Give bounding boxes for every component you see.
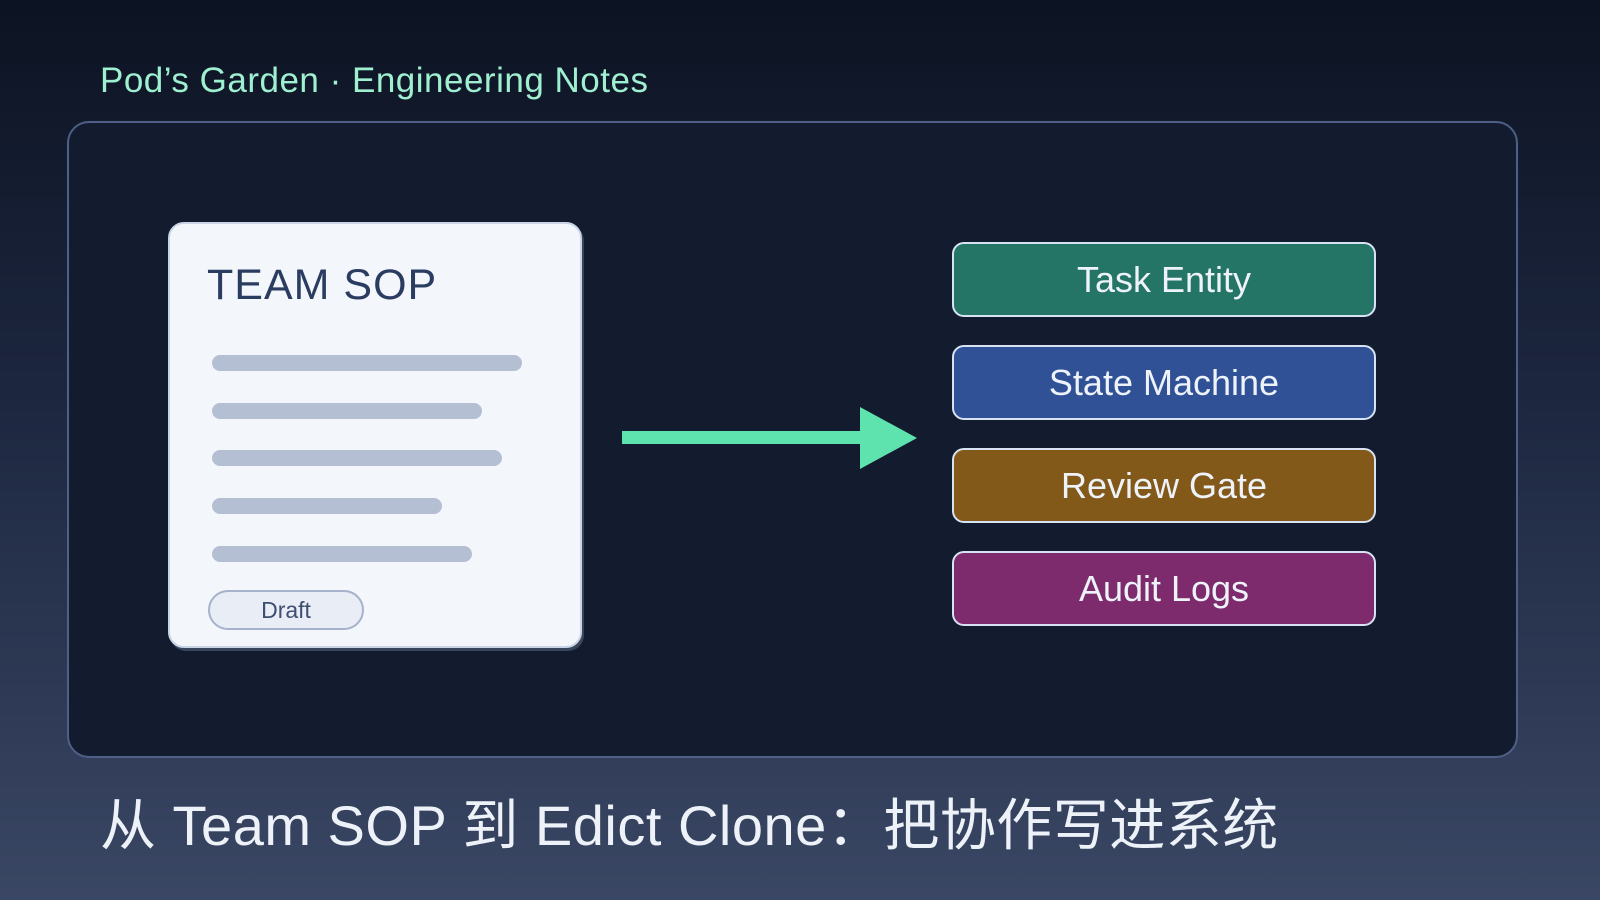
skeleton-text-line — [212, 403, 482, 419]
status-badge: Draft — [208, 590, 364, 630]
module-box-state-machine: State Machine — [952, 345, 1376, 420]
module-box-task-entity: Task Entity — [952, 242, 1376, 317]
sop-document-title: TEAM SOP — [207, 261, 438, 309]
module-box-audit-logs: Audit Logs — [952, 551, 1376, 626]
skeleton-text-line — [212, 498, 442, 514]
diagram-panel: TEAM SOP Draft Task Entity State Machine — [67, 121, 1518, 758]
module-box-review-gate: Review Gate — [952, 448, 1376, 523]
module-label: Task Entity — [1076, 258, 1252, 300]
page-title: Pod’s Garden · Engineering Notes — [100, 61, 649, 100]
module-label: Review Gate — [1060, 464, 1268, 506]
skeleton-text-line — [212, 355, 522, 371]
flow-arrow-icon — [610, 400, 930, 476]
slide-headline: 从 Team SOP 到 Edict Clone：把协作写进系统 — [100, 794, 1279, 857]
module-label: Audit Logs — [1078, 567, 1250, 609]
status-badge-label: Draft — [261, 596, 311, 623]
module-list: Task Entity State Machine Review Gate Au… — [952, 242, 1376, 626]
skeleton-text-line — [212, 546, 472, 562]
module-label: State Machine — [1048, 361, 1280, 403]
skeleton-text-line — [212, 450, 502, 466]
sop-document-card: TEAM SOP Draft — [168, 222, 582, 648]
